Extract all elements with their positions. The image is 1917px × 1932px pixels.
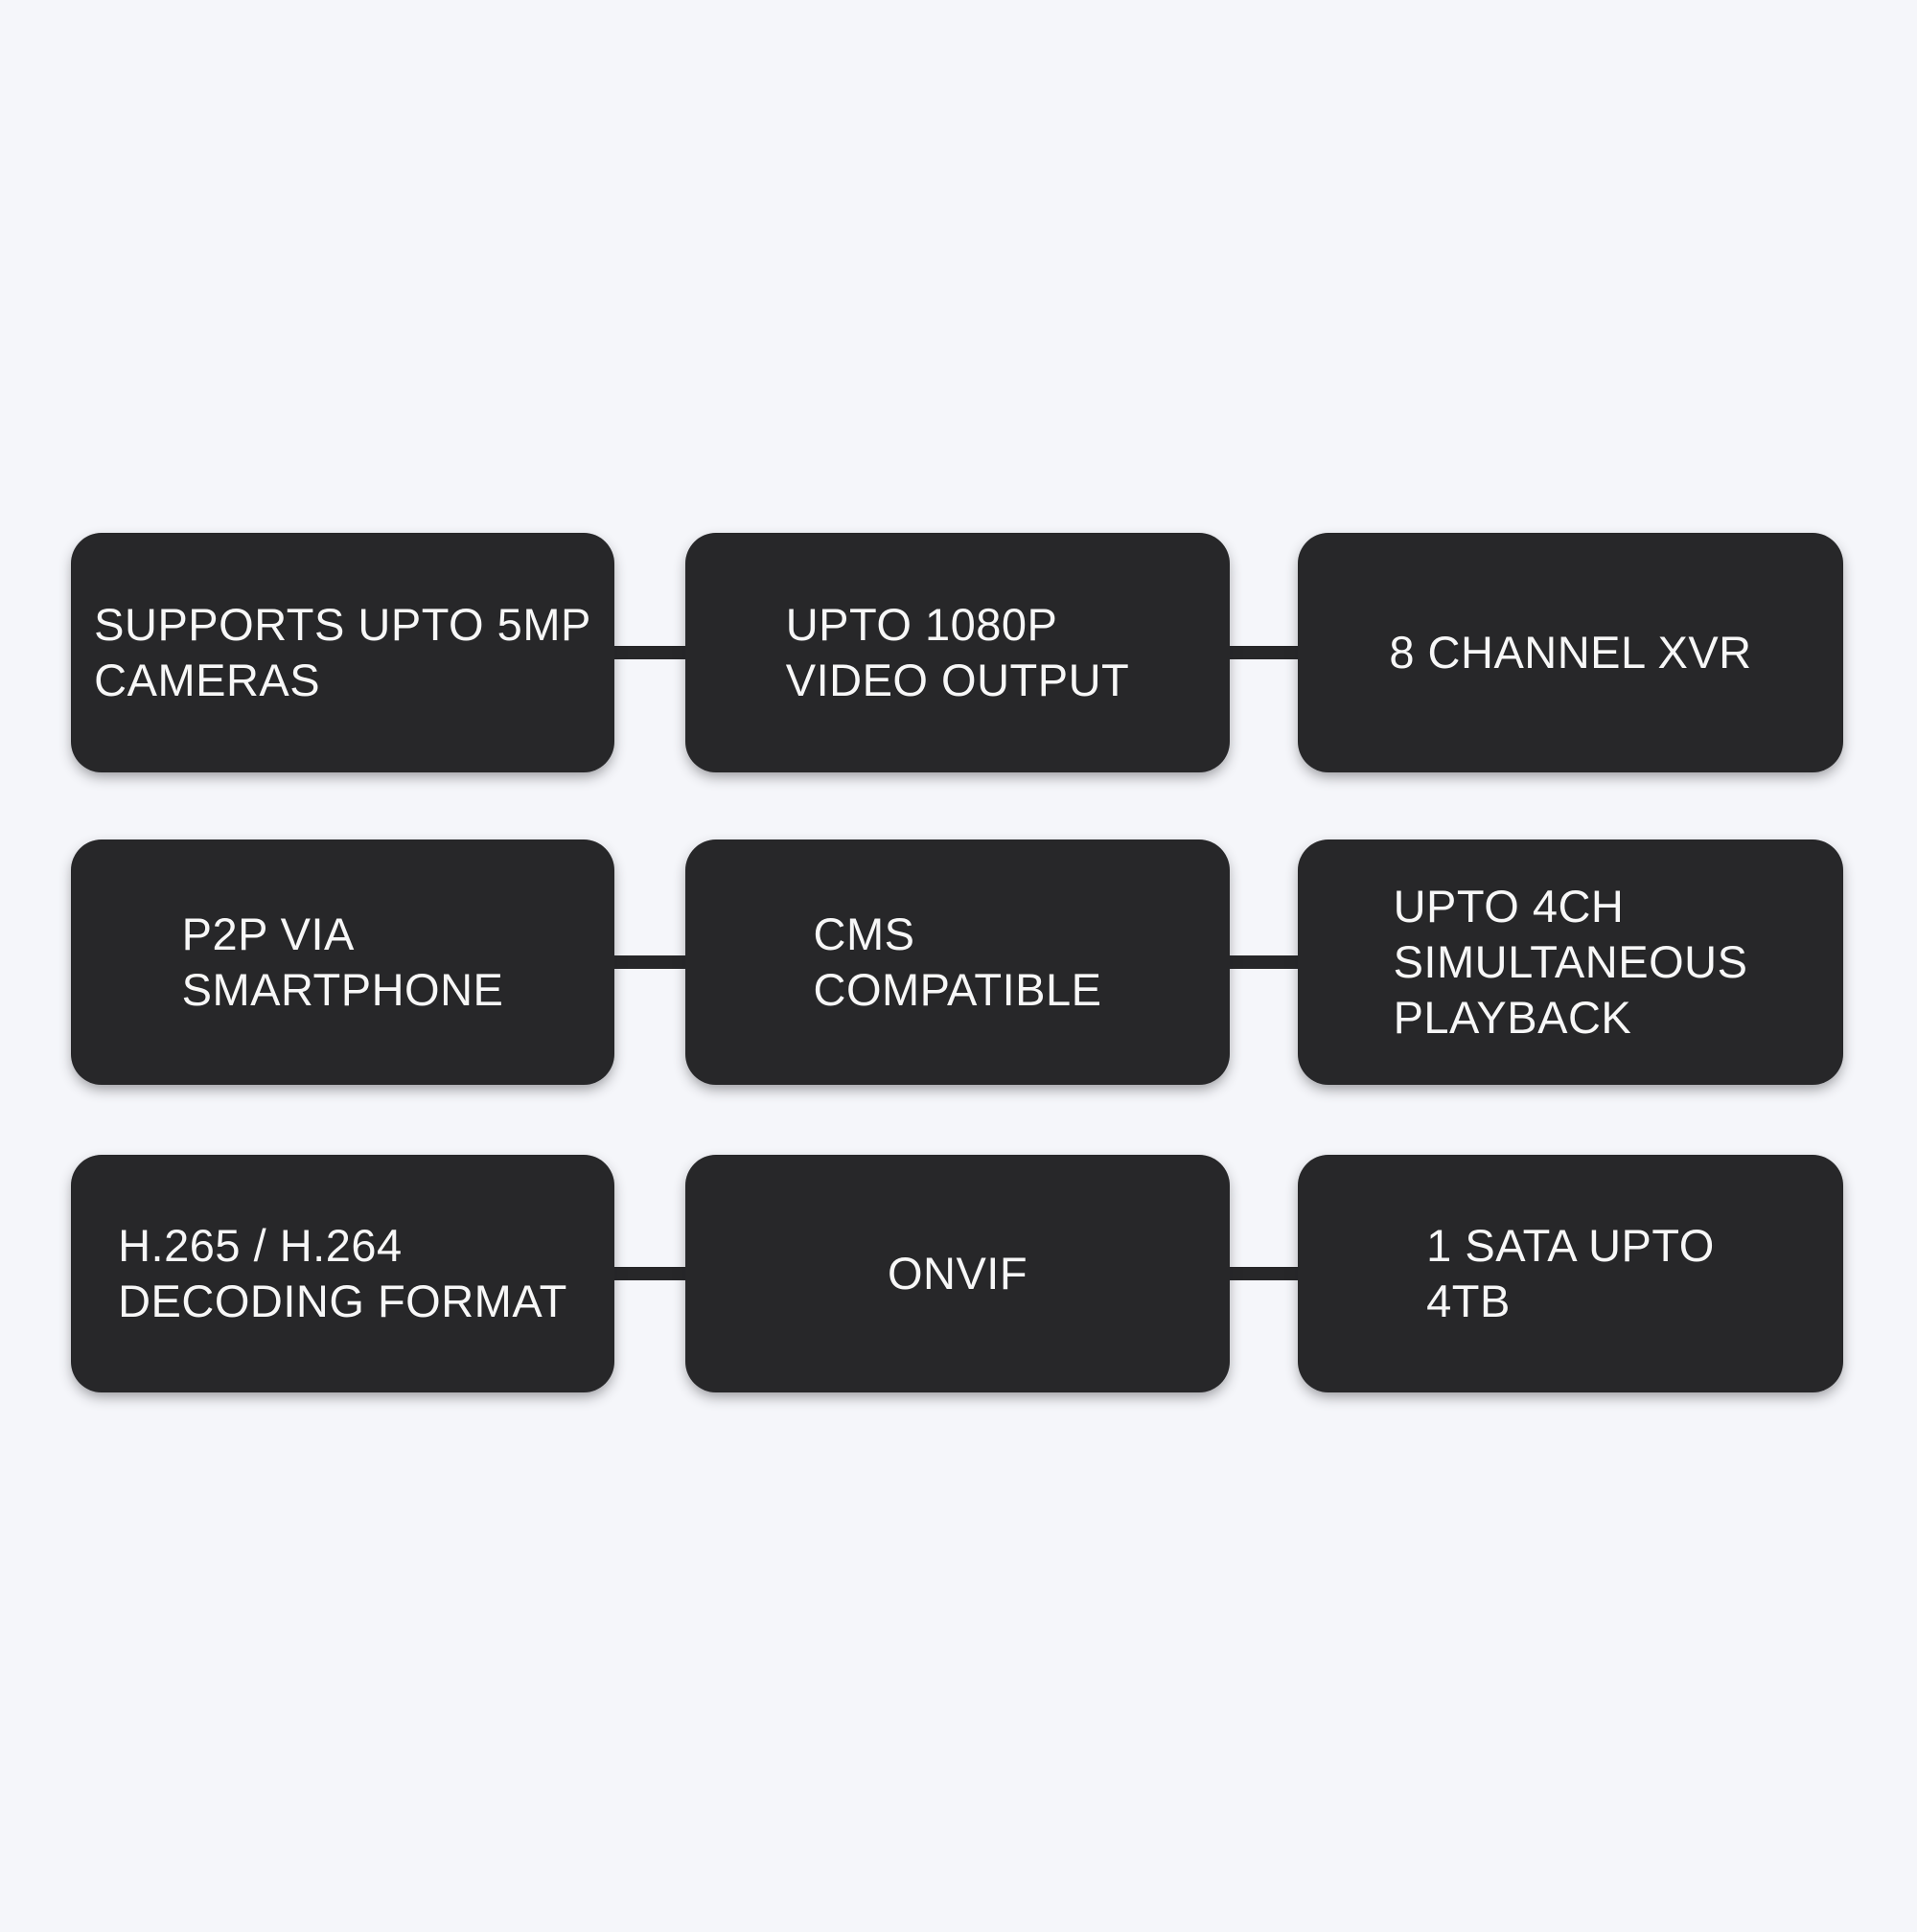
- feature-card-label: P2P VIA SMARTPHONE: [181, 908, 504, 1015]
- feature-card-label: CMS COMPATIBLE: [813, 908, 1102, 1015]
- feature-card-upto-1080p-video-output: UPTO 1080P VIDEO OUTPUT: [685, 533, 1230, 772]
- feature-card-onvif: ONVIF: [685, 1155, 1230, 1392]
- feature-card-label: SUPPORTS UPTO 5MP CAMERAS: [94, 599, 591, 705]
- feature-card-label: H.265 / H.264 DECODING FORMAT: [118, 1220, 567, 1326]
- feature-card-label: UPTO 1080P VIDEO OUTPUT: [785, 599, 1130, 705]
- connector-line: [609, 955, 691, 969]
- connector-line: [1224, 955, 1305, 969]
- feature-card-upto-4ch-simultaneous-playback: UPTO 4CH SIMULTANEOUS PLAYBACK: [1298, 840, 1843, 1085]
- feature-card-8-channel-xvr: 8 CHANNEL XVR: [1298, 533, 1843, 772]
- feature-card-1-sata-upto-4tb: 1 SATA UPTO 4TB: [1298, 1155, 1843, 1392]
- feature-card-supports-upto-5mp-cameras: SUPPORTS UPTO 5MP CAMERAS: [71, 533, 614, 772]
- feature-card-label: 8 CHANNEL XVR: [1389, 627, 1752, 678]
- feature-card-cms-compatible: CMS COMPATIBLE: [685, 840, 1230, 1085]
- connector-line: [1224, 646, 1305, 659]
- connector-line: [609, 1267, 691, 1280]
- feature-card-label: UPTO 4CH SIMULTANEOUS PLAYBACK: [1393, 881, 1748, 1043]
- feature-card-h265-h264-decoding-format: H.265 / H.264 DECODING FORMAT: [71, 1155, 614, 1392]
- feature-card-label: 1 SATA UPTO 4TB: [1426, 1220, 1715, 1326]
- connector-line: [1224, 1267, 1305, 1280]
- connector-line: [609, 646, 691, 659]
- feature-card-label: ONVIF: [887, 1248, 1028, 1299]
- feature-card-p2p-via-smartphone: P2P VIA SMARTPHONE: [71, 840, 614, 1085]
